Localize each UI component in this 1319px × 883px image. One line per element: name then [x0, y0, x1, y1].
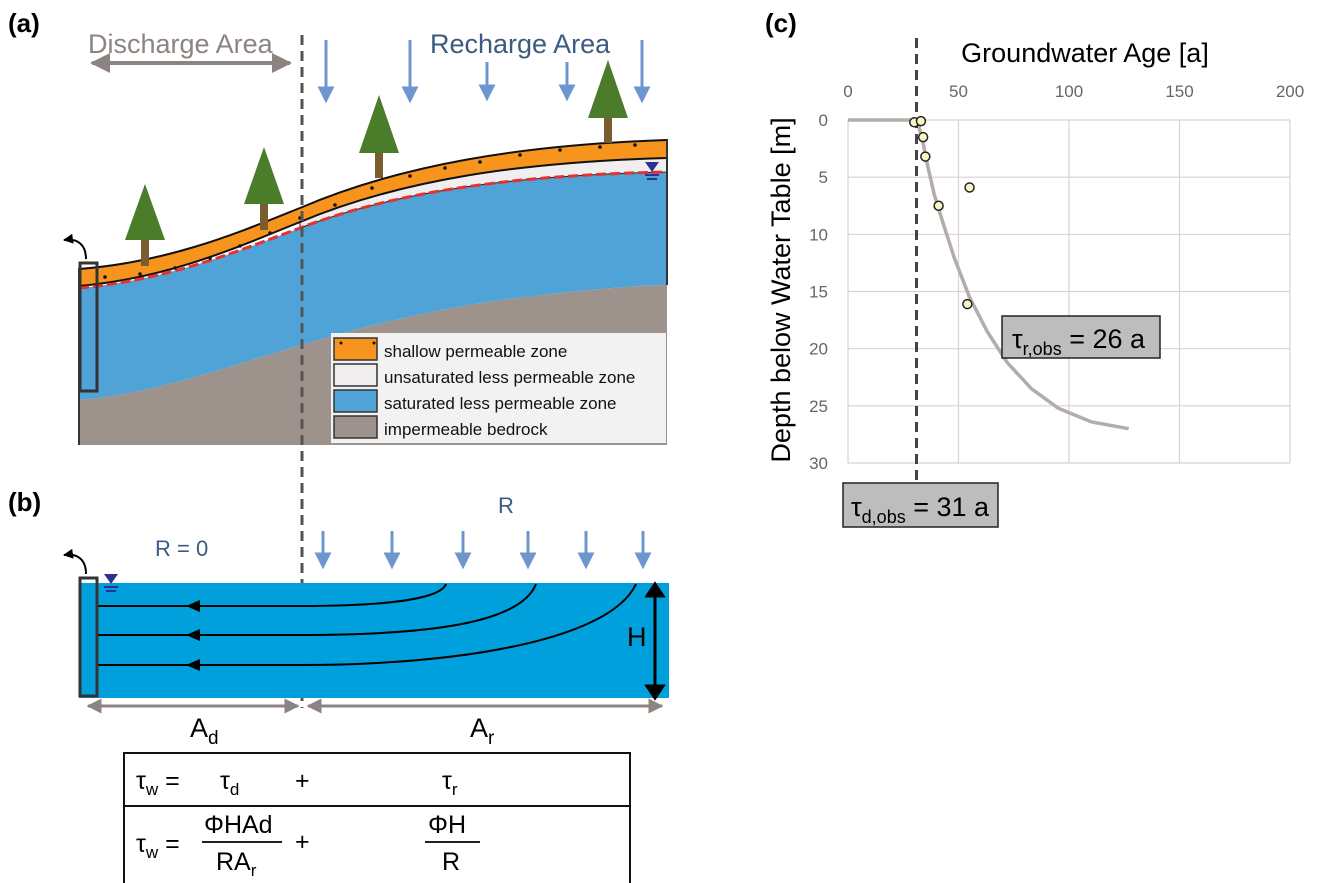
- data-point: [920, 151, 931, 162]
- equation-row2-den2: R: [442, 848, 460, 876]
- x-tick-label: 150: [1165, 82, 1193, 101]
- y-tick-label: 0: [819, 111, 828, 130]
- equation-row1-lhs: τw =: [136, 767, 180, 799]
- tree: [244, 147, 284, 230]
- legend-label-shallow: shallow permeable zone: [384, 342, 567, 361]
- panel-a: (a) Discharge Area Recharge Area: [8, 8, 668, 445]
- data-point: [962, 298, 973, 310]
- legend-swatch-unsaturated: [333, 363, 378, 387]
- svg-text:τd,obs = 31 a: τd,obs = 31 a: [851, 492, 990, 527]
- r-zero-label: R = 0: [155, 536, 208, 561]
- well-b: [78, 576, 99, 698]
- legend-label-unsaturated: unsaturated less permeable zone: [384, 368, 635, 387]
- equation-row2-num1: ΦHAd: [204, 811, 273, 839]
- water-table-line: [78, 170, 668, 290]
- discharge-area-label: Discharge Area: [88, 29, 274, 59]
- legend-swatch-shallow: [333, 337, 378, 361]
- well-a: [78, 261, 99, 393]
- data-point: [915, 115, 927, 127]
- equation-row1-tau-r: τr: [442, 767, 458, 799]
- h-label: H: [627, 622, 647, 652]
- panel-b-label: (b): [8, 487, 41, 517]
- data-point: [964, 182, 975, 193]
- tree: [588, 60, 628, 143]
- chart-curve: [848, 118, 1130, 431]
- y-tick-label: 25: [809, 397, 828, 416]
- thickness-arrow: [644, 581, 666, 701]
- aquifer-b: [79, 583, 669, 698]
- equation-row2-plus: +: [295, 828, 310, 856]
- y-tick-label: 20: [809, 340, 828, 359]
- well-a-outflow-arrow: [63, 233, 87, 260]
- y-tick-label: 5: [819, 168, 828, 187]
- model-curve: [848, 118, 1130, 431]
- saturated-zone: [79, 172, 667, 400]
- equation-box: τw = τd + τr τw = ΦHAd RAr + ΦH R: [123, 752, 631, 883]
- data-point: [917, 131, 929, 143]
- equation-row2-num2: ΦH: [428, 811, 466, 839]
- data-point: [933, 200, 944, 211]
- flow-arrowheads: [186, 600, 200, 671]
- x-tick-label: 0: [843, 82, 852, 101]
- chart-ticks: 0 50 100 150 200 0 5 10 15 20 25 30: [809, 82, 1304, 473]
- y-axis-label: Depth below Water Table [m]: [766, 117, 796, 462]
- y-tick-label: 10: [809, 225, 828, 244]
- y-tick-label: 15: [809, 283, 828, 302]
- legend-label-bedrock: impermeable bedrock: [384, 420, 548, 439]
- panel-c: (c) Groundwater Age [a] Depth below Wate…: [765, 8, 1304, 528]
- recharge-arrows-b: [314, 531, 652, 570]
- x-tick-label: 50: [949, 82, 968, 101]
- recharge-area-label: Recharge Area: [430, 29, 611, 59]
- panel-b: (b) R = 0 R: [8, 487, 669, 749]
- x-tick-label: 200: [1276, 82, 1304, 101]
- tau-d-annotation: τd,obs = 31 a: [842, 482, 999, 528]
- equation-row1-tau-d: τd: [220, 767, 239, 799]
- tau-r-annotation: τr,obs = 26 a: [1001, 315, 1161, 359]
- tree: [359, 95, 399, 178]
- panel-a-label: (a): [8, 8, 40, 38]
- tree: [125, 184, 165, 266]
- legend-swatch-bedrock: [333, 415, 378, 439]
- water-table-symbol-a: [645, 162, 659, 180]
- water-table-symbol-b: [104, 574, 118, 592]
- flow-lines: [97, 583, 637, 666]
- equation-row2-den1: RAr: [216, 848, 257, 880]
- y-tick-label: 30: [809, 454, 828, 473]
- chart-title: Groundwater Age [a]: [961, 38, 1209, 68]
- a-r-label: Ar: [470, 713, 495, 749]
- well-b-outflow-arrow: [63, 548, 87, 575]
- equation-row2-lhs: τw =: [136, 830, 180, 862]
- shallow-zone-dots: [103, 143, 637, 279]
- equation-row1-plus: +: [295, 767, 310, 795]
- legend-label-saturated: saturated less permeable zone: [384, 394, 616, 413]
- legend-swatch-saturated: [333, 389, 378, 413]
- a-d-label: Ad: [190, 713, 219, 749]
- chart-points: [909, 115, 975, 310]
- svg-text:τr,obs = 26 a: τr,obs = 26 a: [1012, 324, 1146, 359]
- r-label: R: [498, 493, 514, 518]
- x-tick-label: 100: [1055, 82, 1083, 101]
- panel-c-label: (c): [765, 8, 797, 38]
- legend: shallow permeable zone unsaturated less …: [331, 333, 666, 443]
- recharge-arrows-a: [317, 40, 651, 104]
